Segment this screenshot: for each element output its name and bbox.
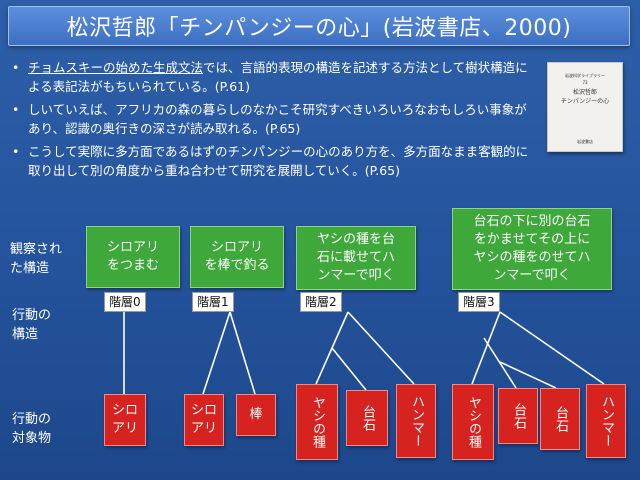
slide-title: 松沢哲郎「チンパンジーの心」(岩波書店、2000) — [66, 16, 572, 41]
level-label: 階層0 — [104, 292, 146, 312]
book-cover-image: 岩波科学ライブラリー 73 松沢哲郎 チンパンジーの心 岩波書店 — [547, 62, 623, 152]
level-label: 階層1 — [192, 292, 234, 312]
behavior-box: シロアリ を棒で釣る — [190, 226, 284, 288]
row-label-action-structure: 行動の 構造 — [12, 308, 52, 342]
level-label: 階層3 — [458, 292, 500, 312]
row-label-action-target: 行動の 対象物 — [12, 412, 52, 446]
book-title: チンパンジーの心 — [560, 98, 610, 105]
target-box: ハンマー — [586, 384, 626, 458]
target-box: ヤシの種 — [296, 384, 338, 460]
behavior-box: 台石の下に別の台石 をかませてその上に ヤシの種をのせてハ ンマーで叩く — [452, 208, 612, 290]
bullet-dot: • — [12, 60, 20, 75]
behavior-box: ヤシの種を台 石に載せてハ ンマーで叩く — [296, 226, 416, 290]
row-label-observed: 観察され た構造 — [10, 242, 63, 276]
target-box: ヤシの種 — [452, 384, 494, 460]
bullet-item: • こうして実際に多方面であるはずのチンパンジーの心のあり方を、多方面なまま客観… — [10, 142, 530, 180]
bullet-item: • しいていえば、アフリカの森の暮らしのなかこそ研究すべきいろいろなおもしろい事… — [10, 100, 530, 138]
level-label: 階層2 — [300, 292, 342, 312]
book-publisher: 岩波書店 — [577, 139, 593, 144]
bullet-text: では、言語的表現の構造を記述する方法として樹状構造による表記法がもちいられている… — [28, 60, 528, 94]
book-series: 岩波科学ライブラリー — [565, 73, 605, 78]
target-box: 台石 — [498, 388, 538, 444]
behavior-box: シロアリ をつまむ — [86, 226, 180, 288]
target-box: シロ アリ — [104, 394, 146, 446]
book-number: 73 — [582, 80, 588, 85]
target-box: ハンマー — [396, 384, 436, 458]
bullet-list: • チョムスキーの始めた生成文法では、言語的表現の構造を記述する方法として樹状構… — [10, 58, 530, 184]
target-box: 台石 — [346, 390, 388, 446]
bullet-item: • チョムスキーの始めた生成文法では、言語的表現の構造を記述する方法として樹状構… — [10, 58, 530, 96]
bullet-dot: • — [12, 102, 20, 117]
target-box: 棒 — [236, 394, 276, 436]
bullet-text: しいていえば、アフリカの森の暮らしのなかこそ研究すべきいろいろなおもしろい事象が… — [28, 102, 527, 136]
target-box: シロ アリ — [184, 394, 224, 446]
book-author: 松沢哲郎 — [572, 89, 597, 96]
target-box: 台石 — [540, 388, 580, 450]
bullet-text: こうして実際に多方面であるはずのチンパンジーの心のあり方を、多方面なまま客観的に… — [28, 144, 529, 178]
bullet-dot: • — [12, 144, 20, 159]
bullet-underlined-text: チョムスキーの始めた生成文法 — [28, 60, 204, 75]
slide-title-bar: 松沢哲郎「チンパンジーの心」(岩波書店、2000) — [8, 6, 630, 46]
